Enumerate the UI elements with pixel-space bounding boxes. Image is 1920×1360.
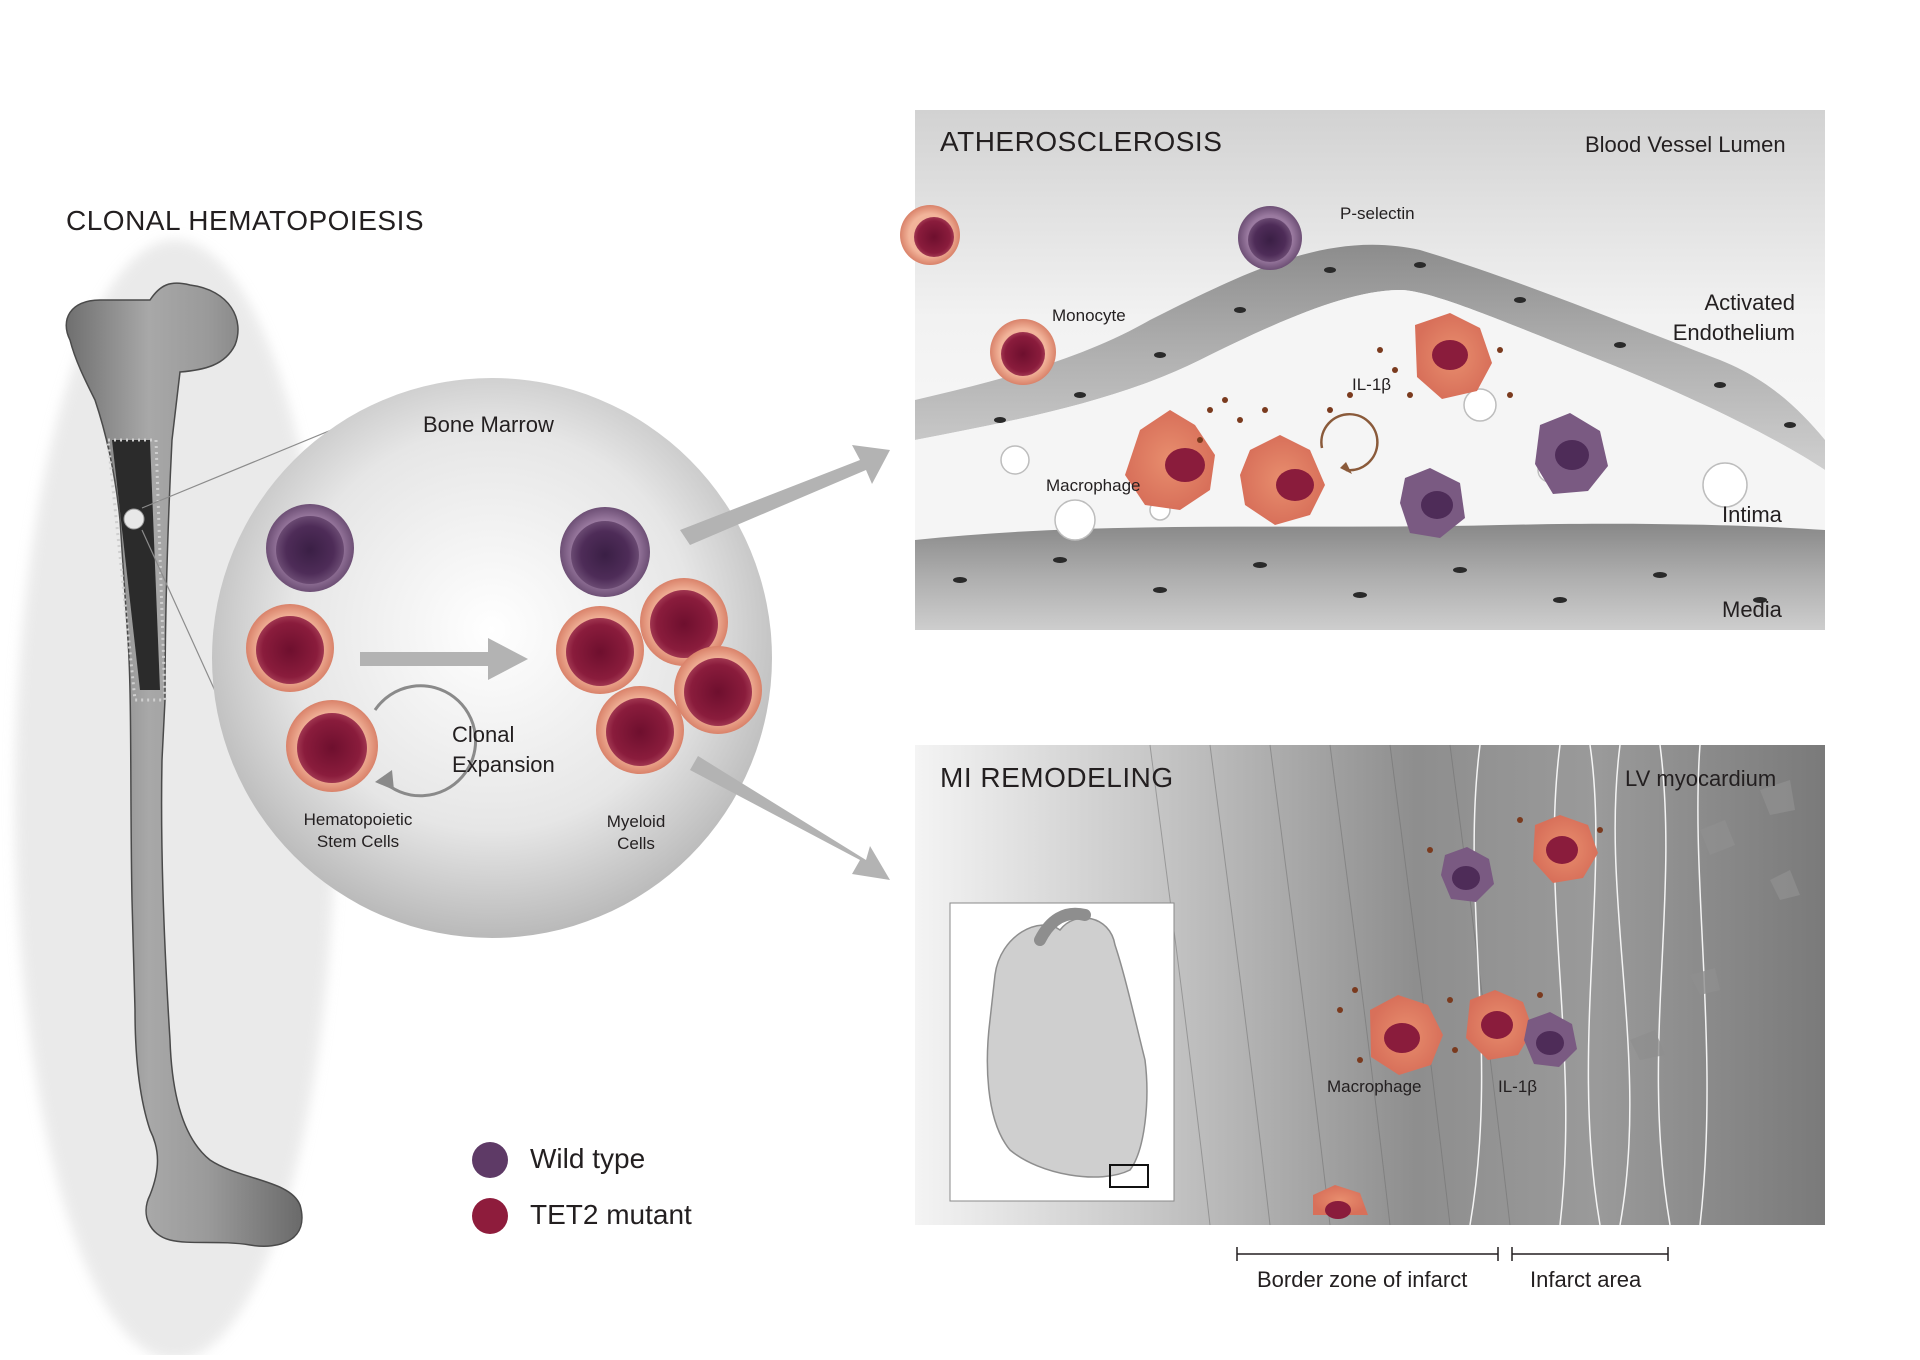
tet2-mutant-legend-swatch — [472, 1198, 508, 1234]
mi-remodeling-title: MI REMODELING — [940, 762, 1174, 793]
il1b-label-mi: IL-1β — [1498, 1077, 1538, 1096]
activated-label-line1: Activated — [1704, 290, 1796, 315]
atherosclerosis-panel — [900, 110, 1825, 630]
myeloid-wild-type-cell — [560, 507, 650, 597]
activated-label-line2: Endothelium — [1672, 320, 1795, 345]
p-selectin-label: P-selectin — [1340, 204, 1415, 223]
media-label: Media — [1722, 597, 1782, 622]
myeloid-label-line2: Cells — [617, 834, 655, 853]
mi-remodeling-panel — [915, 744, 1825, 1226]
border-zone-label: Border zone of infarct — [1257, 1267, 1468, 1292]
arrow-to-atherosclerosis-icon — [680, 445, 890, 545]
differentiation-arrow-icon — [360, 638, 528, 680]
monocyte-label: Monocyte — [1052, 306, 1126, 325]
wild-type-legend-swatch — [472, 1142, 508, 1178]
blood-vessel-lumen-label: Blood Vessel Lumen — [1585, 132, 1786, 157]
il1b-label-athero: IL-1β — [1352, 375, 1392, 394]
lv-myocardium-label: LV myocardium — [1625, 766, 1777, 791]
border-zone-bracket — [1236, 1247, 1499, 1261]
intima-label: Intima — [1722, 502, 1782, 527]
myeloid-label-line1: Myeloid — [606, 812, 666, 831]
wild-type-stem-cell — [266, 504, 354, 592]
bone-marrow-label: Bone Marrow — [423, 412, 554, 437]
mutant-stem-cell-1 — [246, 604, 334, 692]
macrophage-label-athero: Macrophage — [1046, 476, 1141, 495]
clonal-hematopoiesis-title: CLONAL HEMATOPOIESIS — [66, 205, 425, 236]
clonal-expansion-label-line1: Clonal — [452, 722, 515, 747]
hsc-label-line1: Hematopoietic — [303, 810, 413, 829]
infarct-area-label: Infarct area — [1530, 1267, 1642, 1292]
hsc-label-line2: Stem Cells — [316, 832, 400, 851]
mutant-stem-cell-2 — [286, 700, 378, 792]
clonal-expansion-label-line2: Expansion — [452, 752, 555, 777]
macrophage-label-mi: Macrophage — [1327, 1077, 1422, 1096]
tet2-mutant-legend-label: TET2 mutant — [530, 1199, 692, 1230]
infarct-area-bracket — [1511, 1247, 1669, 1261]
arrow-to-mi-remodeling-icon — [690, 756, 890, 880]
wild-type-legend-label: Wild type — [530, 1143, 646, 1174]
clonal-expansion-arrow-icon — [373, 684, 478, 798]
atherosclerosis-title: ATHEROSCLEROSIS — [940, 126, 1223, 157]
myeloid-mutant-cells — [556, 578, 762, 774]
